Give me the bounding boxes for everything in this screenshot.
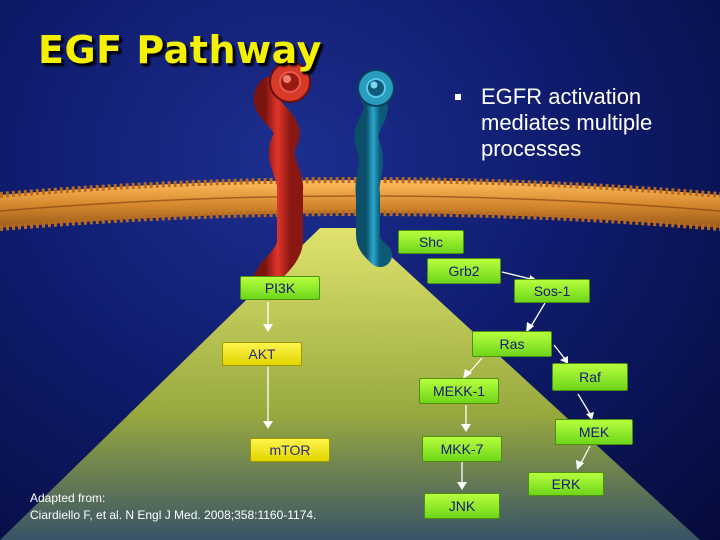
- egfr-receptor-red: [252, 61, 311, 295]
- page-title: EGF Pathway: [38, 28, 322, 72]
- node-erk: ERK: [528, 472, 604, 496]
- node-akt: AKT: [222, 342, 302, 366]
- node-pi3k: PI3K: [240, 276, 320, 300]
- citation-line-2: Ciardiello F, et al. N Engl J Med. 2008;…: [30, 508, 317, 522]
- bullet-square-icon: [455, 94, 461, 100]
- node-mtor: mTOR: [250, 438, 330, 462]
- node-sos1: Sos-1: [514, 279, 590, 303]
- citation-line-1: Adapted from:: [30, 491, 106, 505]
- node-shc: Shc: [398, 230, 464, 254]
- node-mek: MEK: [555, 419, 633, 445]
- node-grb2: Grb2: [427, 258, 501, 284]
- pathway-arrows: [263, 271, 594, 490]
- bullet-text: EGFR activation mediates multiple proces…: [481, 84, 653, 161]
- node-ras: Ras: [472, 331, 552, 357]
- signal-beam: [0, 228, 700, 540]
- node-mekk1: MEKK-1: [419, 378, 499, 404]
- node-mkk7: MKK-7: [422, 436, 502, 462]
- egfr-receptor-teal: [354, 69, 395, 267]
- node-raf: Raf: [552, 363, 628, 391]
- citation: Adapted from: Ciardiello F, et al. N Eng…: [30, 490, 316, 524]
- node-jnk: JNK: [424, 493, 500, 519]
